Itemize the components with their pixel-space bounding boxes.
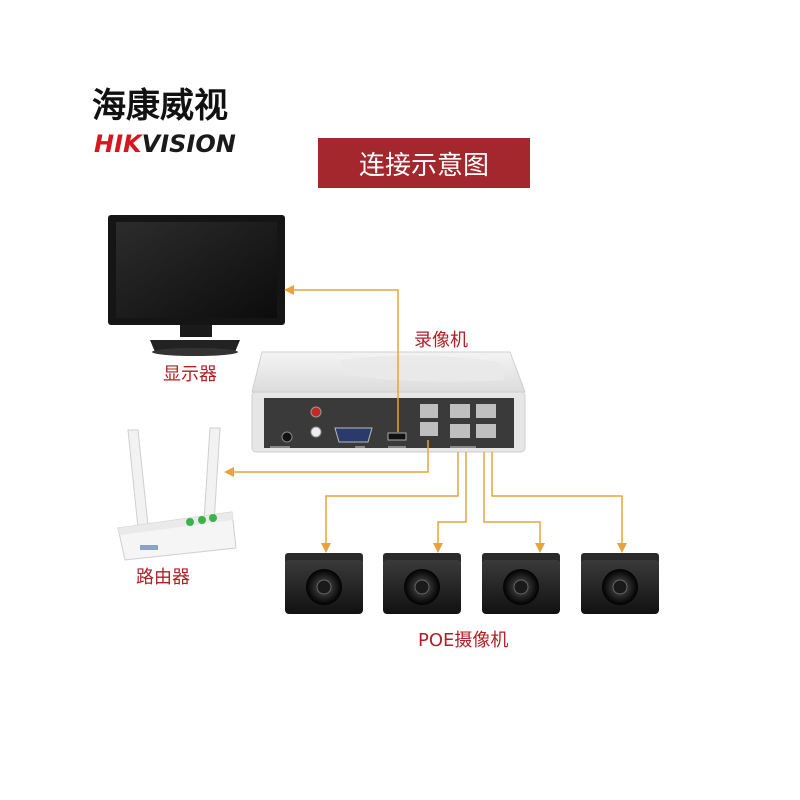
connector-arrowheads xyxy=(224,285,627,553)
brand-logo-chinese: 海康威视 xyxy=(92,86,228,126)
poe-to-camera3-line xyxy=(483,452,541,545)
nvr-device xyxy=(251,351,526,453)
lan-to-router-line xyxy=(232,440,429,473)
router-device xyxy=(117,427,237,561)
poe-to-camera1-line xyxy=(325,452,459,545)
nvr-label: 录像机 xyxy=(414,330,468,351)
hdmi-to-monitor-line xyxy=(292,289,399,432)
poe-to-camera4-line xyxy=(491,452,623,545)
brand-logo-vision: VISION xyxy=(141,130,236,158)
cameras-label: POE摄像机 xyxy=(418,630,509,651)
poe-camera-2 xyxy=(383,553,461,614)
brand-logo-hik: HIK xyxy=(94,130,142,158)
router-label: 路由器 xyxy=(136,567,190,588)
brand-logo-english: HIKVISION xyxy=(94,130,236,158)
monitor-label: 显示器 xyxy=(163,364,217,385)
diagram-title: 连接示意图 xyxy=(358,150,489,181)
diagram-title-banner: 连接示意图 xyxy=(318,138,530,188)
poe-camera-1 xyxy=(285,553,363,614)
connector-lines xyxy=(232,289,623,545)
poe-camera-3 xyxy=(482,553,560,614)
monitor-device xyxy=(108,215,285,356)
poe-camera-4 xyxy=(581,553,659,614)
poe-to-camera2-line xyxy=(437,452,467,545)
